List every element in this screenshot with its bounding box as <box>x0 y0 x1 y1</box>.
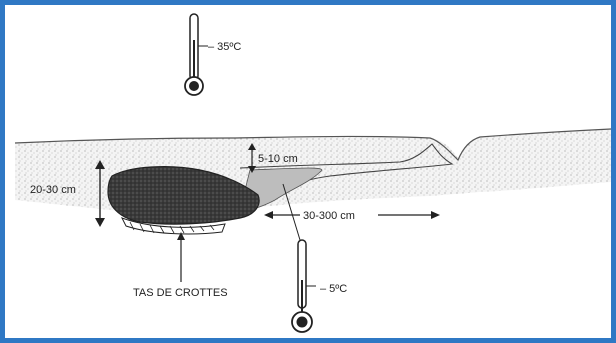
temp-surface-label: – 35ºC <box>208 41 241 53</box>
tunnel-length-label: 30-300 cm <box>303 210 355 222</box>
burrow-height-label: 20-30 cm <box>30 184 76 196</box>
snow-depth-label: 5-10 cm <box>258 153 298 165</box>
dropping-pile-pointer <box>177 232 185 282</box>
temp-burrow-label: – 5ºC <box>320 283 347 295</box>
thermometer-surface <box>185 14 208 95</box>
thermometer-burrow <box>292 240 316 332</box>
burrow-diagram: – 35ºC 5-10 cm 20-30 cm <box>5 5 611 338</box>
dropping-pile-label: TAS DE CROTTES <box>133 287 228 299</box>
